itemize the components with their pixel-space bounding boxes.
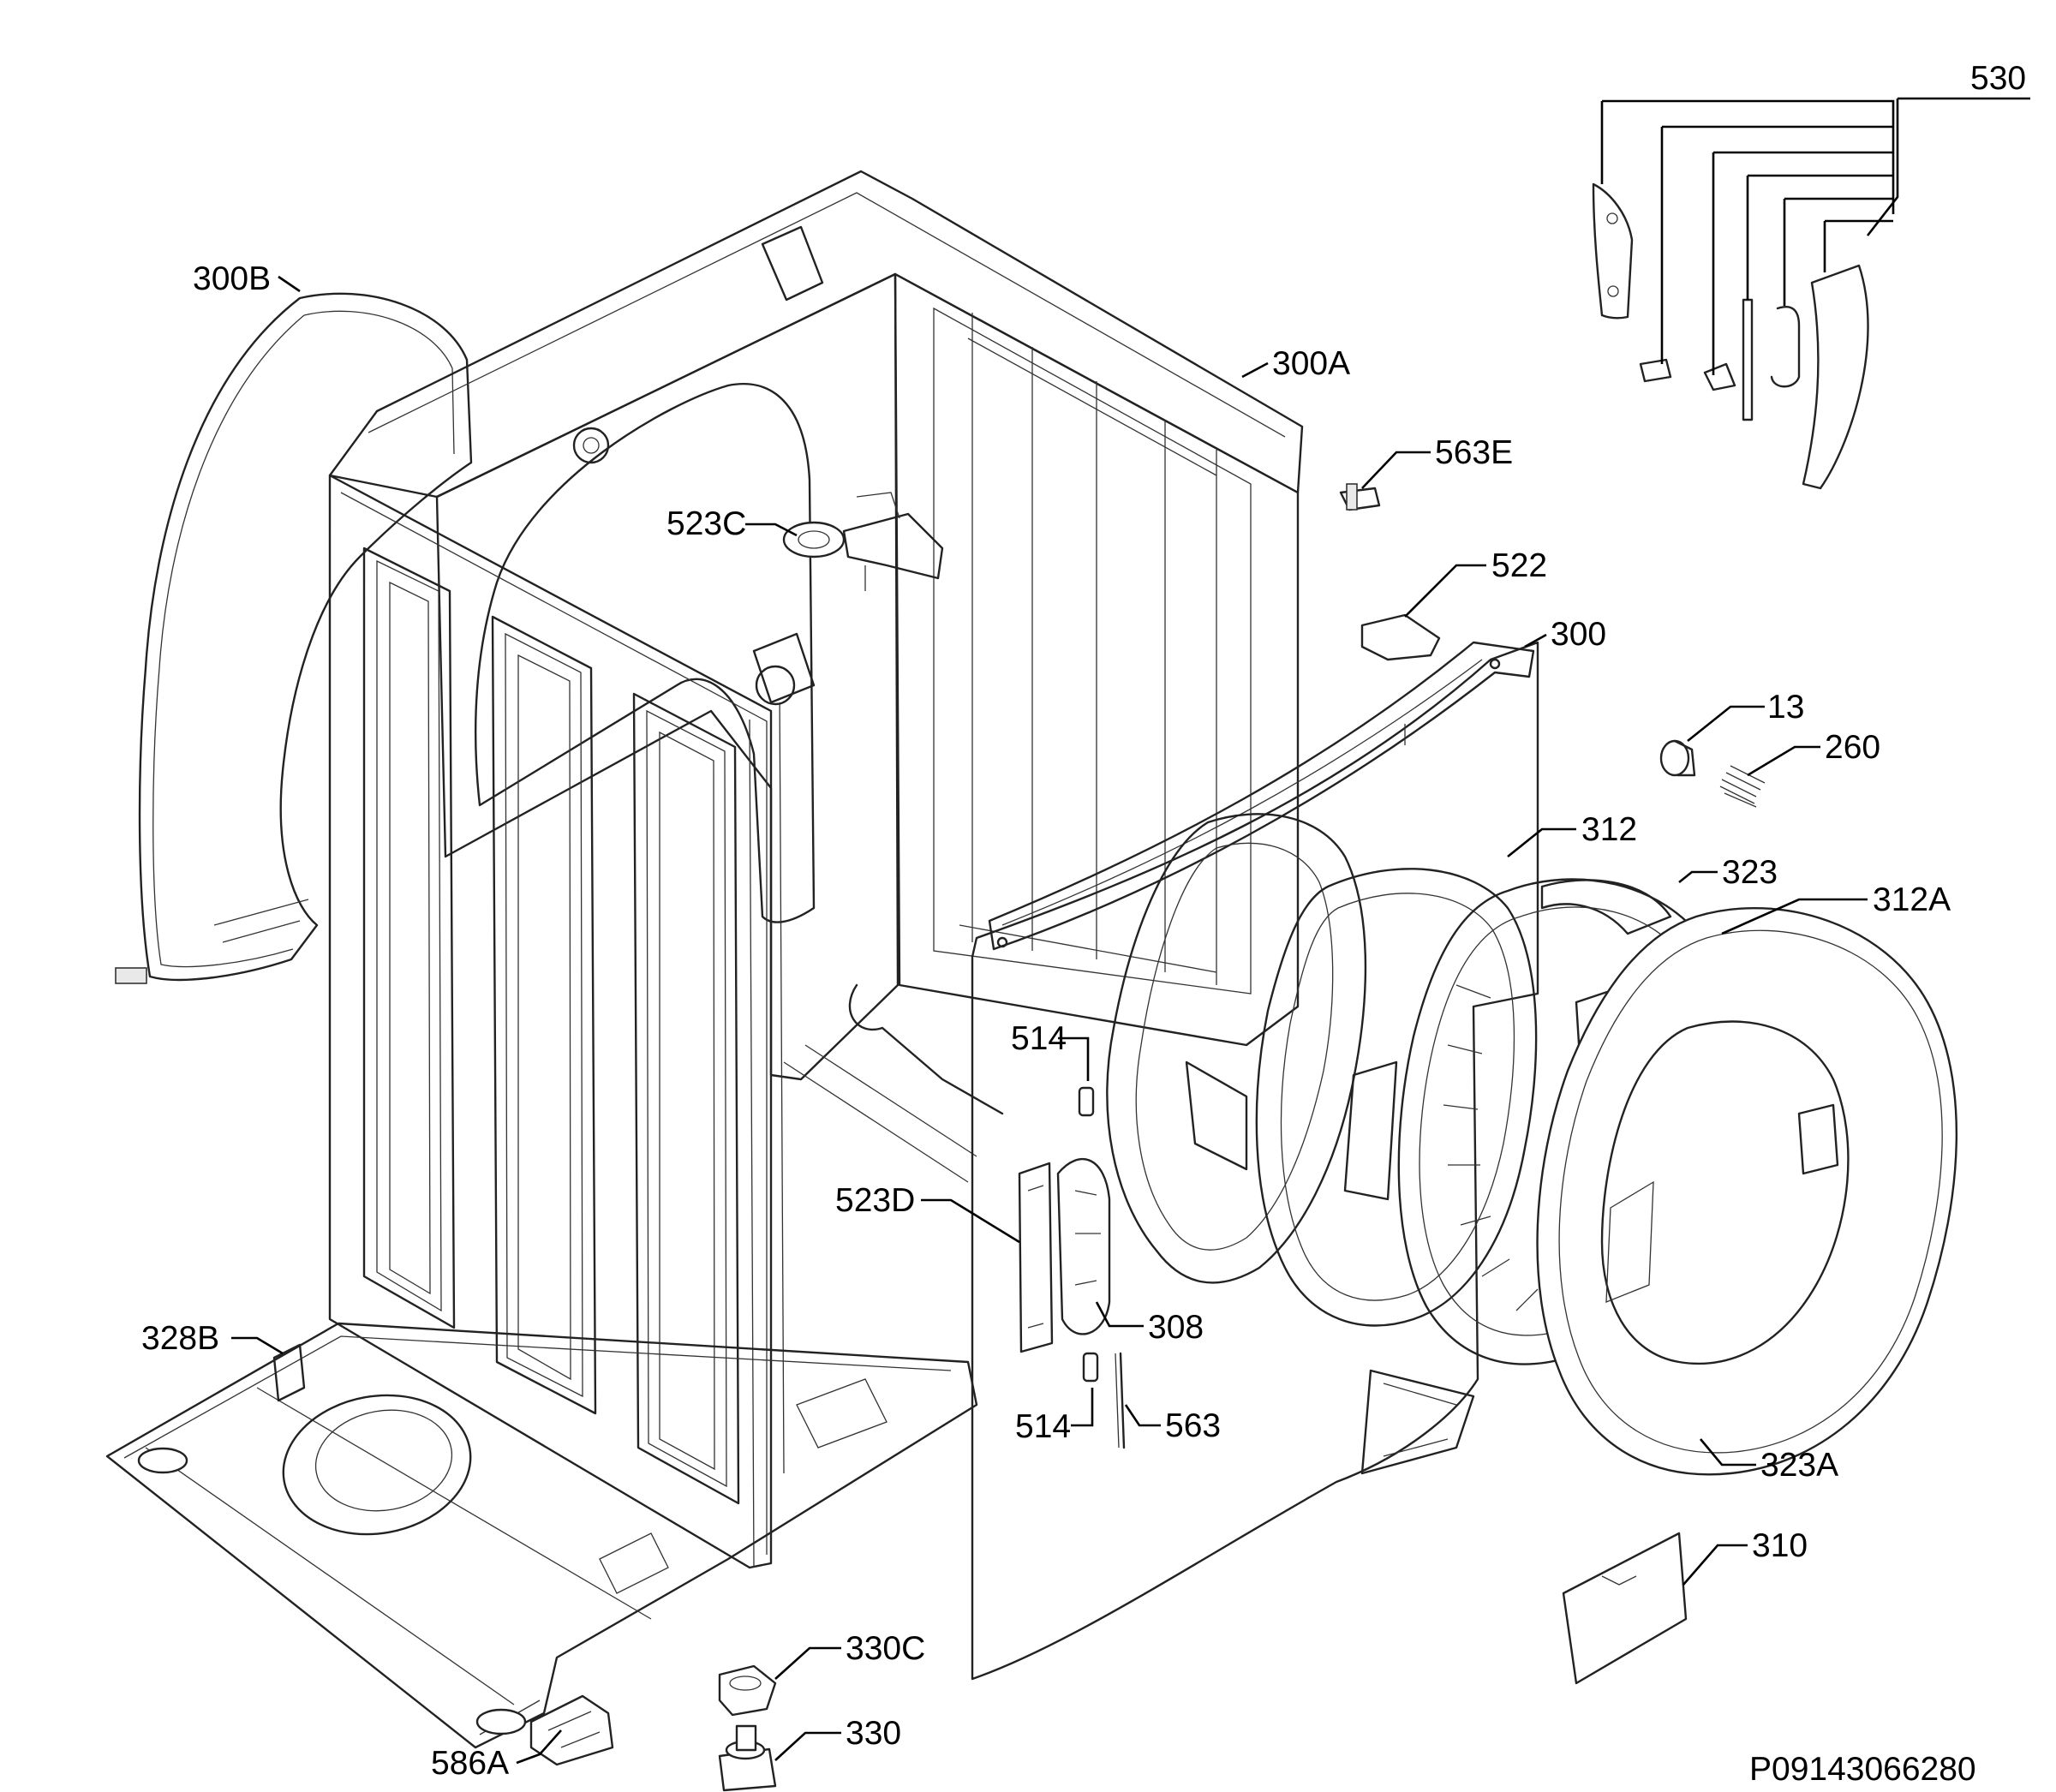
label-300: 300 [1551,616,1606,653]
part-530-handle-kit [1592,182,1869,490]
label-323: 323 [1722,854,1778,891]
part-522-hinge [1360,613,1441,661]
label-522: 522 [1491,547,1547,584]
part-586a-bracket [529,1694,614,1766]
part-310-service-flap [1562,1532,1688,1685]
label-563e: 563E [1435,434,1513,471]
part-514-pin-bottom [1082,1352,1099,1383]
label-330c: 330C [846,1630,925,1667]
part-300-front-panel [971,641,1539,1681]
label-260: 260 [1825,729,1880,766]
document-code: P09143066280 [1749,1751,1976,1788]
part-328b-base [105,1322,978,1749]
label-514-top: 514 [1011,1020,1067,1057]
label-328b: 328B [141,1320,219,1357]
label-312a: 312A [1873,881,1951,918]
part-330c-foot [718,1664,777,1717]
leader-lines [231,97,2030,1765]
label-310: 310 [1752,1527,1808,1564]
part-563-rod [1115,1352,1126,1449]
part-308-hinge [1056,1157,1111,1335]
label-523c: 523C [666,505,746,542]
part-523c-clamp [782,492,944,591]
label-312: 312 [1581,811,1637,848]
part-563e-clip [1339,483,1381,511]
label-308: 308 [1148,1309,1204,1346]
part-300b-rear-seal [115,292,473,984]
label-330: 330 [846,1715,901,1752]
label-300a: 300A [1272,345,1350,382]
label-13: 13 [1767,689,1804,726]
label-563: 563 [1165,1407,1221,1444]
part-labels: 530 300B 300A 563E 523C 522 300 13 260 3… [141,60,2026,1788]
part-330-foot [718,1724,777,1792]
label-514-bottom: 514 [1015,1408,1071,1445]
part-514-pin-top [1078,1086,1095,1117]
part-523d-hinge-plate [1018,1162,1054,1353]
part-260-spring [1719,765,1766,808]
part-13-knob [1659,739,1696,777]
part-300a-cabinet [328,170,1304,1569]
part-323a-outer-door [1536,906,1957,1476]
label-586a: 586A [431,1745,509,1782]
part-312-door-seal [1106,813,1367,1284]
label-300b: 300B [193,260,271,297]
label-323a: 323A [1760,1447,1838,1484]
label-523d: 523D [835,1182,915,1219]
label-530: 530 [1970,60,2026,97]
